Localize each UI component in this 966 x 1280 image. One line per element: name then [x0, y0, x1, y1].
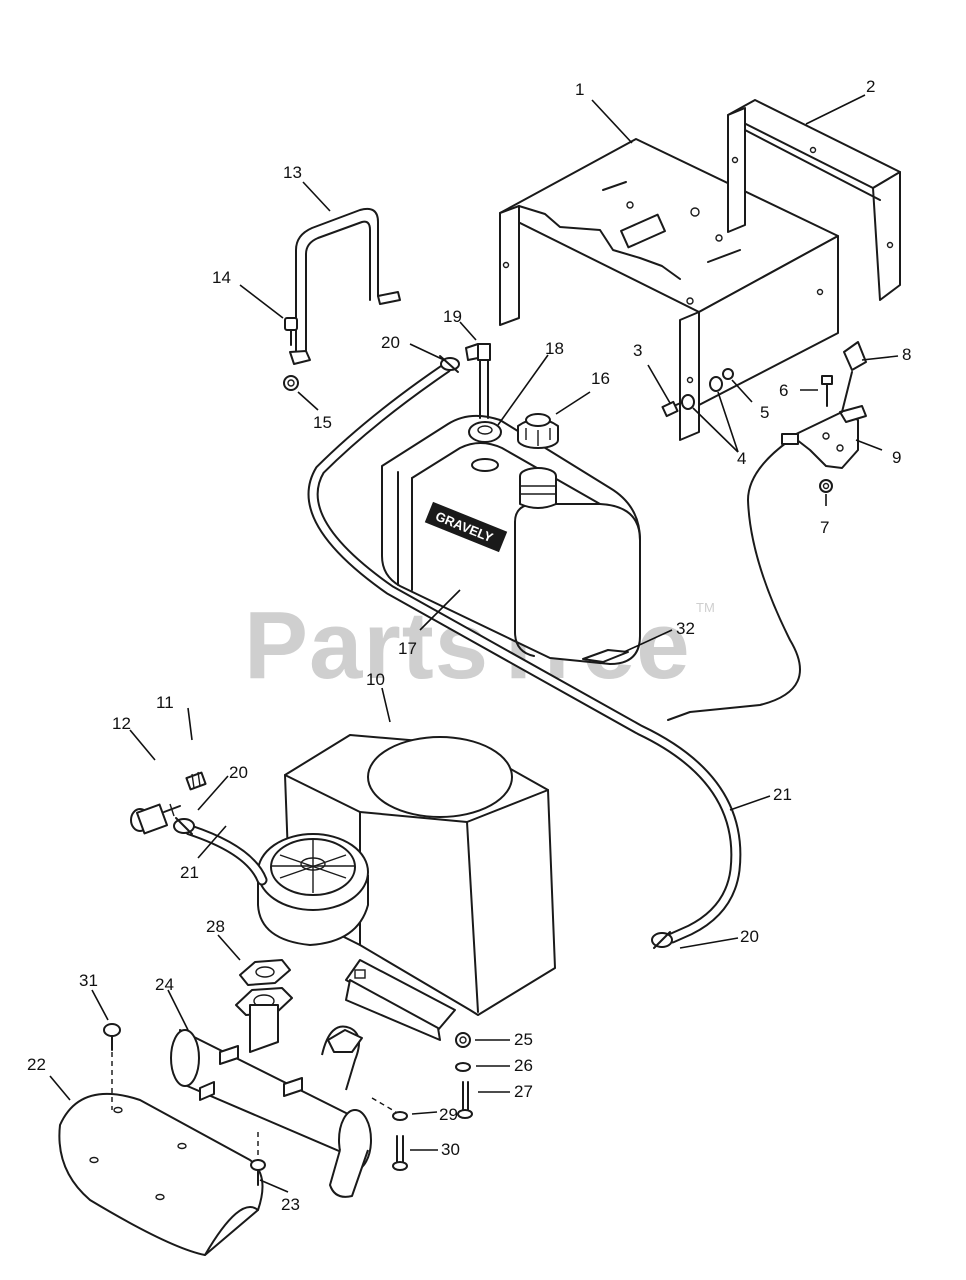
callout-5: 5	[760, 403, 769, 422]
part-knob-8	[843, 341, 867, 371]
part-screw-31	[103, 1023, 121, 1051]
part-decal-32	[582, 649, 629, 663]
leader-lines	[49, 94, 899, 1193]
callout-labels: 1 2 3 4 5 6 7 8 9 10 11 12 13 14 15 16 1…	[27, 77, 911, 1214]
part-grommet-18	[468, 421, 502, 443]
part-fuel-cap	[517, 413, 559, 449]
part-washer-4	[681, 376, 723, 410]
part-fuel-hose-long	[307, 362, 742, 944]
part-elbow-fitting-19	[465, 343, 491, 419]
part-nut-5	[722, 368, 734, 380]
callout-26: 26	[514, 1056, 533, 1075]
part-throttle-lever	[841, 371, 853, 413]
part-bolt-30	[392, 1135, 408, 1171]
callout-14: 14	[212, 268, 231, 287]
callout-28: 28	[206, 917, 225, 936]
callout-3: 3	[633, 341, 642, 360]
callout-10: 10	[366, 670, 385, 689]
part-screw-23	[250, 1159, 266, 1186]
part-bolt-27	[457, 1081, 473, 1119]
callout-4: 4	[737, 449, 746, 468]
part-throttle-bracket	[781, 405, 867, 469]
callout-25: 25	[514, 1030, 533, 1049]
part-bolt-14	[284, 317, 298, 346]
callout-22: 22	[27, 1055, 46, 1074]
callout-23: 23	[281, 1195, 300, 1214]
callout-32: 32	[676, 619, 695, 638]
part-nut-15	[283, 375, 299, 391]
callout-15: 15	[313, 413, 332, 432]
callout-2: 2	[866, 77, 875, 96]
part-tank-strap	[289, 207, 401, 365]
part-muffler	[170, 1004, 372, 1198]
part-nut-25	[455, 1032, 471, 1048]
callout-12: 12	[112, 714, 131, 733]
callout-27: 27	[514, 1082, 533, 1101]
part-fuel-hose-short	[184, 824, 268, 886]
callout-31: 31	[79, 971, 98, 990]
callout-19: 19	[443, 307, 462, 326]
callout-20c: 20	[740, 927, 759, 946]
callout-9: 9	[892, 448, 901, 467]
watermark-trademark: TM	[696, 600, 715, 615]
callout-7: 7	[820, 518, 829, 537]
callout-8: 8	[902, 345, 911, 364]
part-shutoff-valve-12	[130, 803, 181, 835]
callout-20b: 20	[229, 763, 248, 782]
part-throttle-cable	[667, 439, 801, 721]
callout-20a: 20	[381, 333, 400, 352]
callout-11: 11	[156, 693, 174, 712]
part-nut-7	[819, 479, 833, 493]
part-hose-clamp-left	[173, 817, 195, 835]
callout-21a: 21	[773, 785, 792, 804]
part-hose-clamp-bottom-right	[651, 931, 673, 949]
part-washer-29	[392, 1111, 408, 1121]
part-engine	[284, 734, 556, 1041]
callout-13: 13	[283, 163, 302, 182]
part-washer-26	[455, 1062, 471, 1072]
part-air-cleaner	[257, 833, 369, 946]
part-fuel-tank: GRAVELY	[381, 414, 641, 665]
callout-16: 16	[591, 369, 610, 388]
callout-1: 1	[575, 80, 584, 99]
callout-6: 6	[779, 381, 788, 400]
part-fitting-11	[185, 771, 207, 791]
callout-29: 29	[439, 1105, 458, 1124]
part-heat-shield	[58, 1092, 264, 1256]
callout-18: 18	[545, 339, 564, 358]
callout-17: 17	[398, 639, 417, 658]
callout-24: 24	[155, 975, 174, 994]
part-rear-bracket	[727, 99, 901, 301]
part-frame	[499, 138, 839, 441]
callout-30: 30	[441, 1140, 460, 1159]
part-screw-6	[821, 375, 833, 407]
callout-21b: 21	[180, 863, 199, 882]
